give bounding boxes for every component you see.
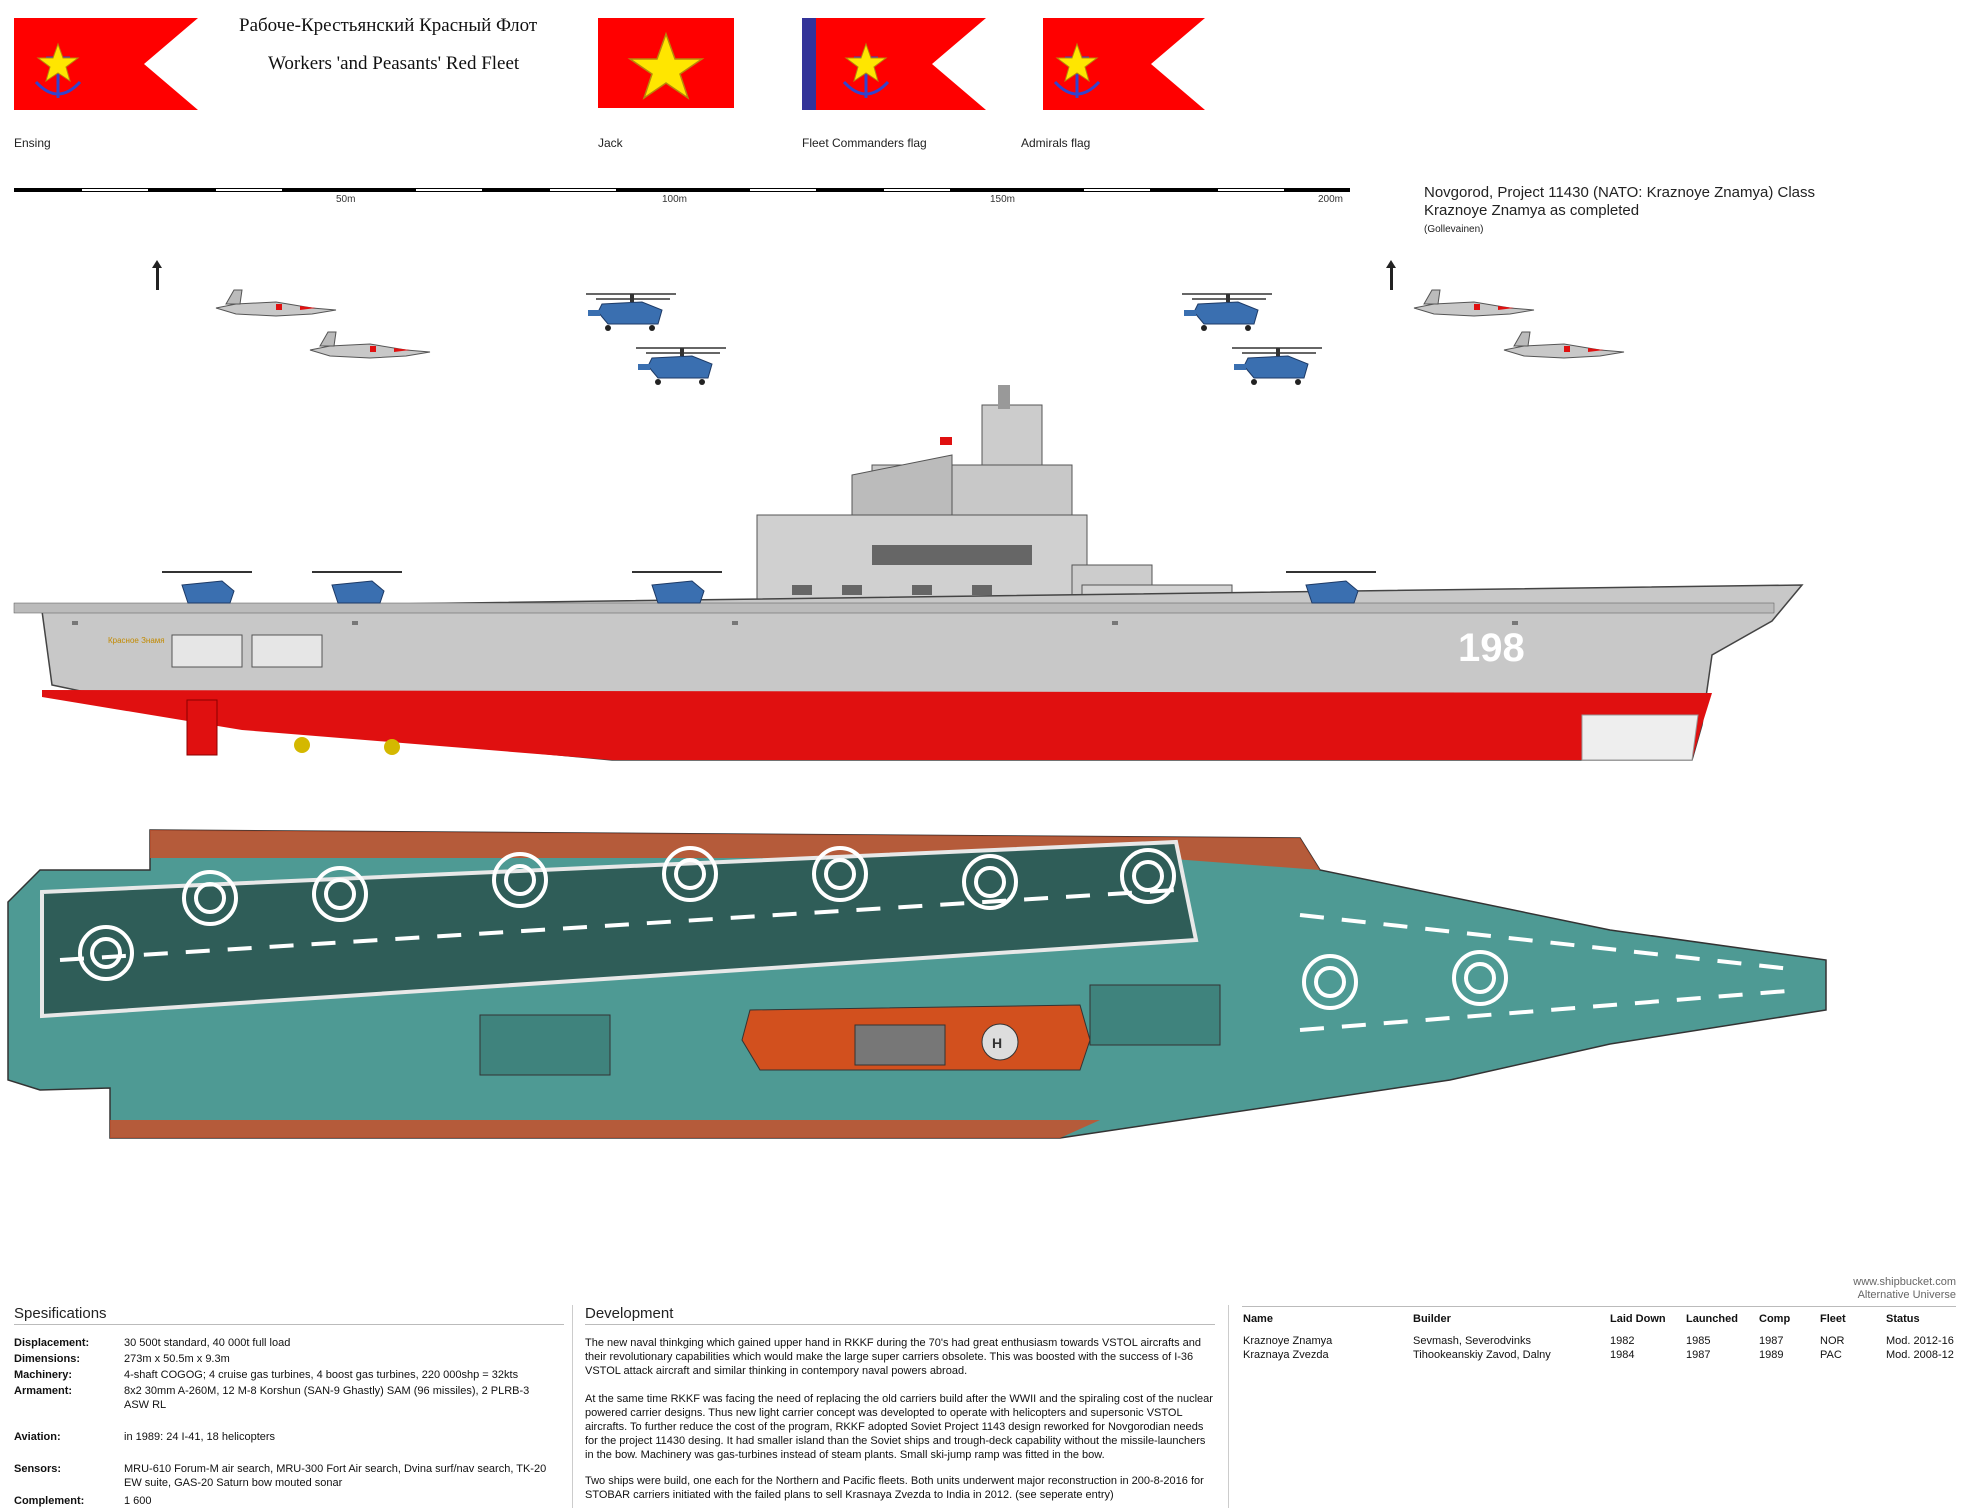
spec-value: 30 500t standard, 40 000t full load	[124, 1337, 291, 1349]
cell-laid-down: 1984	[1610, 1349, 1635, 1361]
fleet-title-russian: Рабоче-Крестьянский Красный Флот	[239, 15, 538, 36]
cell-comp: 1987	[1759, 1335, 1784, 1347]
fleet-commanders-flag	[802, 18, 986, 110]
island-plan-view: H	[741, 1004, 1091, 1071]
spec-value: in 1989: 24 I-41, 18 helicopters	[124, 1431, 276, 1443]
admirals-flag	[1021, 18, 1205, 110]
spec-value: 273m x 50.5m x 9.3m	[124, 1353, 230, 1365]
specs-title: Spesifications	[14, 1305, 107, 1322]
helicopter-icon	[635, 347, 727, 386]
development-title: Development	[585, 1305, 674, 1322]
cell-launched: 1987	[1686, 1349, 1711, 1361]
table-rule	[1242, 1306, 1956, 1307]
island-superstructure	[756, 385, 1233, 626]
scale-label-200m: 200m	[1318, 194, 1344, 205]
spec-value: 8x2 30mm A-260M, 12 M-8 Korshun (SAN-9 G…	[124, 1385, 530, 1411]
cell-fleet: PAC	[1820, 1349, 1842, 1361]
spec-key: Machinery:	[14, 1369, 73, 1381]
development-paragraph: Two ships were build, one each for the N…	[585, 1475, 1204, 1501]
cell-builder: Tihookeanskiy Zavod, Dalny	[1413, 1349, 1551, 1361]
cell-status: Mod. 2012-16	[1886, 1335, 1954, 1347]
cell-name: Kraznoye Znamya	[1243, 1335, 1333, 1347]
aircraft-icon	[1413, 289, 1535, 317]
svg-text:H: H	[992, 1035, 1002, 1051]
fleet-title-english: Workers 'and Peasants' Red Fleet	[268, 53, 520, 74]
hull-number: 198	[1458, 626, 1525, 670]
col-header-fleet: Fleet	[1820, 1313, 1846, 1325]
development-paragraph: At the same time RKKF was facing the nee…	[585, 1393, 1213, 1461]
spec-value: 4-shaft COGOG; 4 cruise gas turbines, 4 …	[124, 1369, 519, 1381]
author-credit: (Gollevainen)	[1424, 224, 1484, 235]
ship-variant-title: Kraznoye Znamya as completed	[1424, 202, 1640, 219]
development-paragraph: The new naval thinkging which gained upp…	[585, 1337, 1202, 1377]
flag-label-fleet-commanders: Fleet Commanders flag	[802, 136, 927, 150]
star-icon	[844, 42, 888, 83]
helipad-markings	[78, 846, 1508, 1010]
cell-fleet: NOR	[1820, 1335, 1845, 1347]
specs-rule	[14, 1324, 564, 1325]
scale-bar	[14, 188, 1350, 192]
helicopter-icon	[1231, 347, 1323, 386]
air-wing-illustration	[152, 260, 1625, 386]
spec-key: Sensors:	[14, 1463, 62, 1475]
spec-key: Dimensions:	[14, 1353, 81, 1365]
spec-value: MRU-610 Forum-M air search, MRU-300 Fort…	[124, 1463, 547, 1489]
aircraft-icon	[1503, 331, 1625, 359]
spec-key: Complement:	[14, 1495, 85, 1507]
ordnance-marker-icon	[1386, 260, 1396, 290]
ship-side-profile: Красное Знамя 198	[13, 385, 1804, 761]
ordnance-marker-icon	[152, 260, 162, 290]
spec-key: Armament:	[14, 1385, 73, 1397]
ensign-flag	[14, 18, 198, 110]
flag-label-admirals: Admirals flag	[1021, 136, 1091, 150]
ship-deck-plan: H	[7, 829, 1827, 1139]
site-url: www.shipbucket.com	[1853, 1276, 1956, 1288]
spec-key: Displacement:	[14, 1337, 90, 1349]
star-icon	[36, 42, 80, 83]
col-header-name: Name	[1243, 1313, 1273, 1325]
flag-label-jack: Jack	[598, 136, 623, 150]
spec-value: 1 600	[124, 1495, 152, 1507]
star-icon	[1055, 42, 1099, 83]
helicopter-icon	[1181, 293, 1273, 332]
site-category: Alternative Universe	[1857, 1289, 1956, 1301]
col-header-laid-down: Laid Down	[1610, 1313, 1666, 1325]
helicopter-icon	[585, 293, 677, 332]
scale-label-150m: 150m	[990, 194, 1016, 205]
col-header-launched: Launched	[1686, 1313, 1738, 1325]
col-header-status: Status	[1886, 1313, 1920, 1325]
jack-flag	[598, 18, 734, 108]
column-divider	[1228, 1305, 1229, 1508]
col-header-comp: Comp	[1759, 1313, 1791, 1325]
col-header-builder: Builder	[1413, 1313, 1451, 1325]
flag-label-ensign: Ensing	[14, 136, 51, 150]
cell-status: Mod. 2008-12	[1886, 1349, 1954, 1361]
star-icon	[627, 31, 705, 100]
aircraft-icon	[309, 331, 431, 359]
development-rule	[585, 1324, 1215, 1325]
site-credit: www.shipbucket.com Alternative Universe	[1853, 1276, 1956, 1302]
scale-label-50m: 50m	[336, 194, 356, 205]
cell-name: Kraznaya Zvezda	[1243, 1349, 1329, 1361]
hull-name-plate: Красное Знамя	[108, 636, 165, 645]
scale-label-100m: 100m	[662, 194, 688, 205]
cell-laid-down: 1982	[1610, 1335, 1635, 1347]
cell-comp: 1989	[1759, 1349, 1784, 1361]
cell-builder: Sevmash, Severodvinks	[1413, 1335, 1531, 1347]
spec-key: Aviation:	[14, 1431, 61, 1443]
ship-class-title: Novgorod, Project 11430 (NATO: Kraznoye …	[1424, 184, 1815, 201]
column-divider	[572, 1305, 573, 1508]
aircraft-icon	[215, 289, 337, 317]
cell-launched: 1985	[1686, 1335, 1711, 1347]
